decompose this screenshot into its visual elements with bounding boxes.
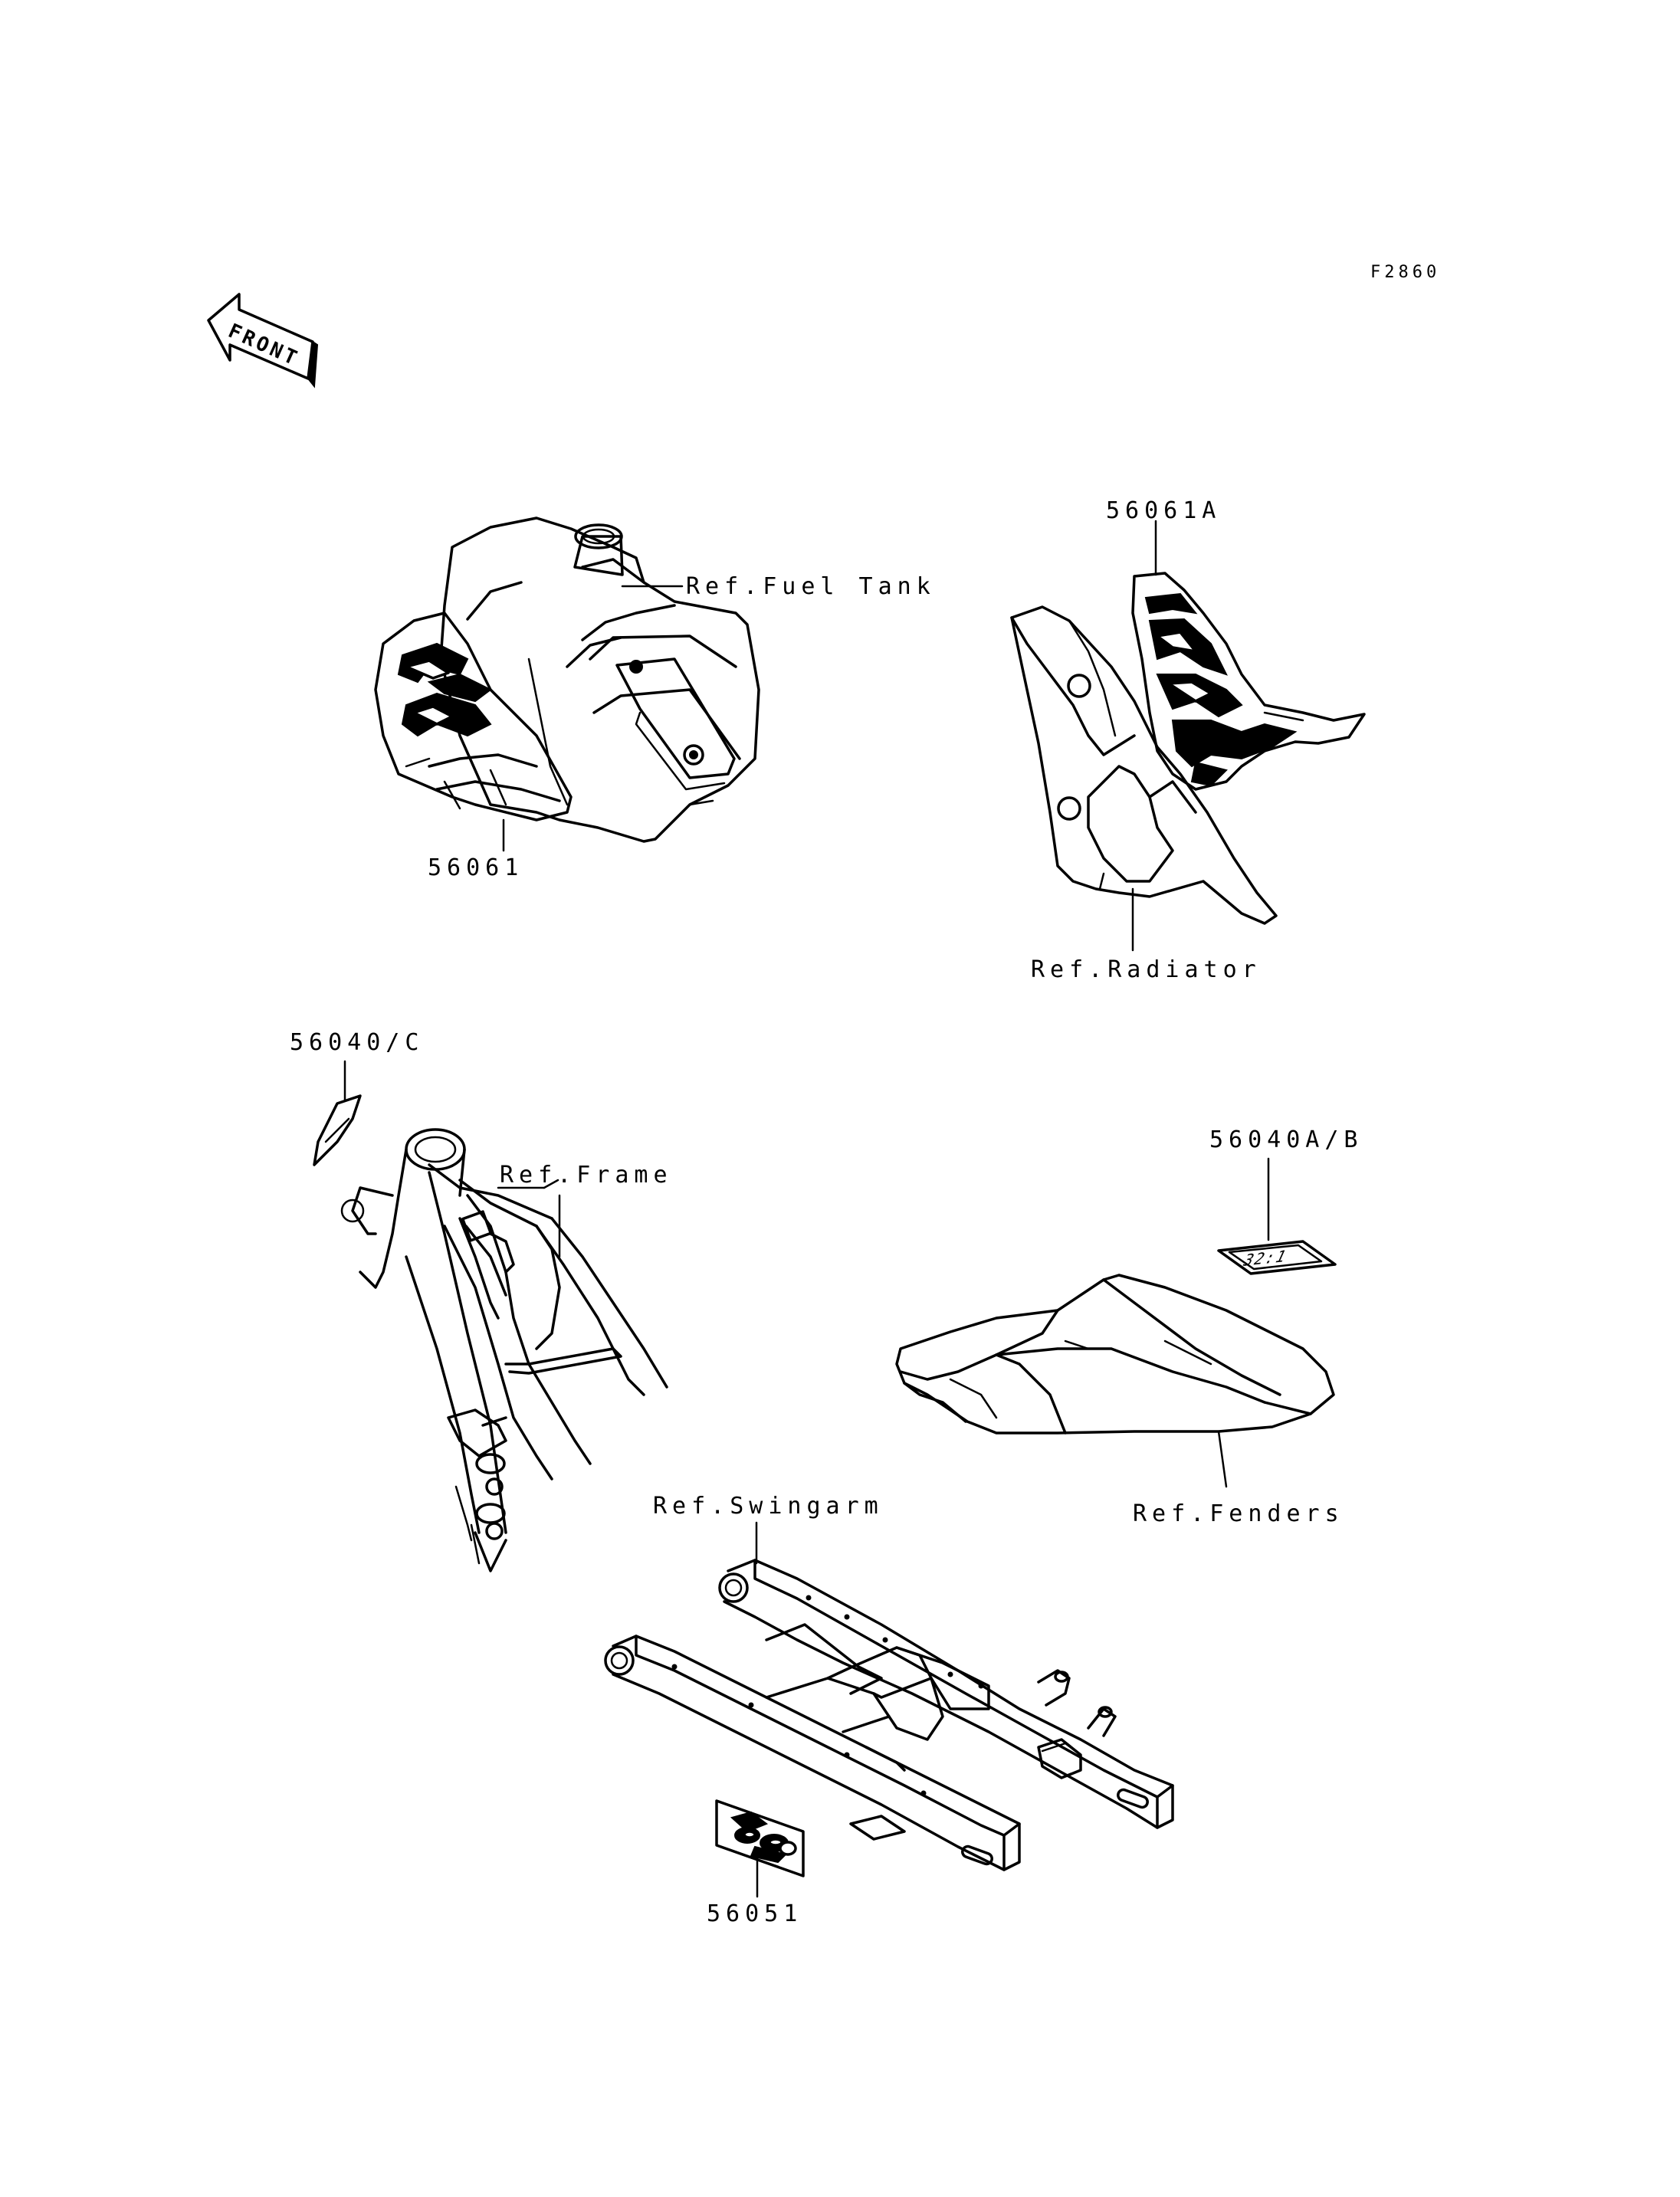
figure-code: F2860 [1370, 263, 1440, 282]
callout-56061A: 56061A [1106, 497, 1221, 524]
fuel-tank [374, 516, 760, 843]
callout-56061: 56061 [428, 854, 523, 881]
swingarm-decal [715, 1799, 805, 1877]
radiator-shroud [1010, 572, 1366, 925]
callout-56040C: 56040/C [290, 1029, 424, 1056]
callout-56040AB: 56040A/B [1209, 1126, 1363, 1153]
leader-frame-b [543, 1179, 559, 1189]
callout-radiator-ref: Ref.Radiator [1031, 956, 1262, 983]
callout-56051: 56051 [707, 1900, 802, 1927]
swingarm [604, 1559, 1174, 1871]
callout-frame-ref: Ref.Frame [500, 1162, 673, 1189]
fuel-ratio-decal: 32:1 [1217, 1240, 1337, 1275]
frame [313, 1094, 668, 1572]
rear-fender [895, 1274, 1335, 1435]
leader-fenders [1217, 1430, 1228, 1488]
front-arrow-icon: FRONT [207, 293, 319, 389]
callout-fuel-tank-ref: Ref.Fuel Tank [686, 573, 936, 600]
callout-swingarm-ref: Ref.Swingarm [653, 1493, 884, 1520]
callout-fenders-ref: Ref.Fenders [1133, 1500, 1344, 1527]
